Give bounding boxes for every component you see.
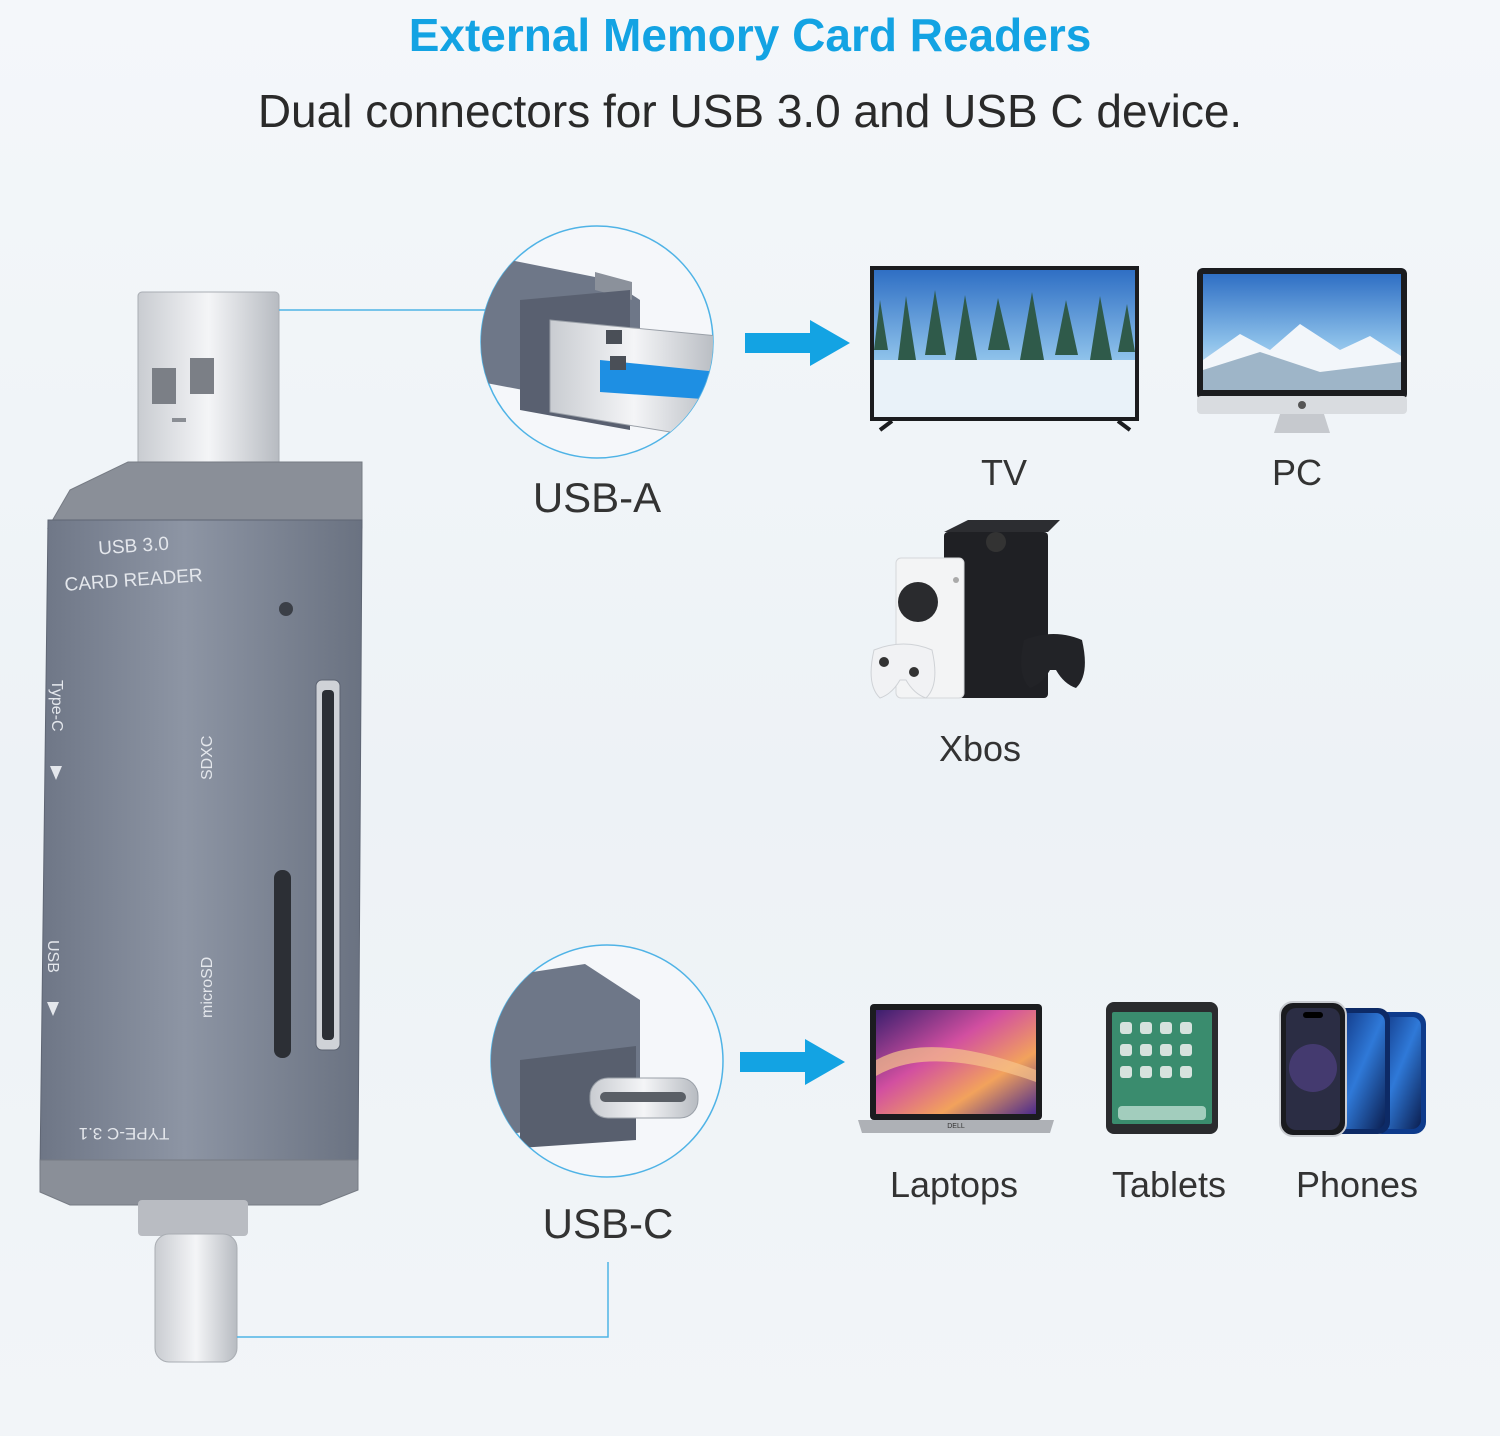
- usb-c-label: USB-C: [542, 1200, 674, 1247]
- device-label-tablets: Tablets: [1111, 1164, 1227, 1205]
- usb-a-arrow-icon: [745, 320, 850, 366]
- usb-a-callout: [480, 225, 714, 459]
- usb-c-leader-line: [237, 1262, 609, 1338]
- reader-label-line1: USB 3.0: [98, 534, 170, 560]
- laptop-logo: DELL: [947, 1123, 965, 1130]
- typec-arrow-icon: [50, 766, 62, 780]
- xbox-icon: [870, 520, 1085, 699]
- reader-slot-microsd: microSD: [199, 957, 216, 1018]
- page-title: External Memory Card Readers: [408, 9, 1092, 61]
- microsd-card-slot: [274, 870, 291, 1058]
- tv-icon: [870, 266, 1139, 432]
- laptop-icon: DELL: [858, 1004, 1054, 1133]
- usb-arrow-icon: [47, 1002, 59, 1016]
- page-subtitle: Dual connectors for USB 3.0 and USB C de…: [257, 85, 1243, 137]
- reader-slot-sdxc: SDXC: [199, 736, 216, 780]
- usb-c-arrow-icon: [740, 1039, 845, 1085]
- reader-side-usb: USB: [44, 940, 61, 973]
- usb-a-label: USB-A: [532, 474, 662, 521]
- device-label-phones: Phones: [1295, 1164, 1419, 1205]
- led-indicator: [279, 602, 293, 616]
- usb-a-plug: [137, 291, 280, 473]
- device-label-pc: PC: [1271, 452, 1322, 493]
- device-label-laptops: Laptops: [889, 1164, 1019, 1205]
- phones-icon: [1279, 1001, 1426, 1137]
- usb-c-plug: [138, 1200, 248, 1363]
- usb-c-callout: [490, 944, 724, 1178]
- device-label-tv: TV: [980, 452, 1027, 493]
- tablet-icon: [1106, 1002, 1218, 1134]
- reader-bottom-label: TYPE-C 3.1: [79, 1124, 170, 1143]
- reader-side-typec: Type-C: [48, 680, 65, 732]
- device-label-xbox: Xbos: [938, 728, 1022, 769]
- pc-icon: [1197, 268, 1407, 433]
- card-reader: USB 3.0 CARD READER Type-C USB SDXC micr…: [39, 291, 363, 1363]
